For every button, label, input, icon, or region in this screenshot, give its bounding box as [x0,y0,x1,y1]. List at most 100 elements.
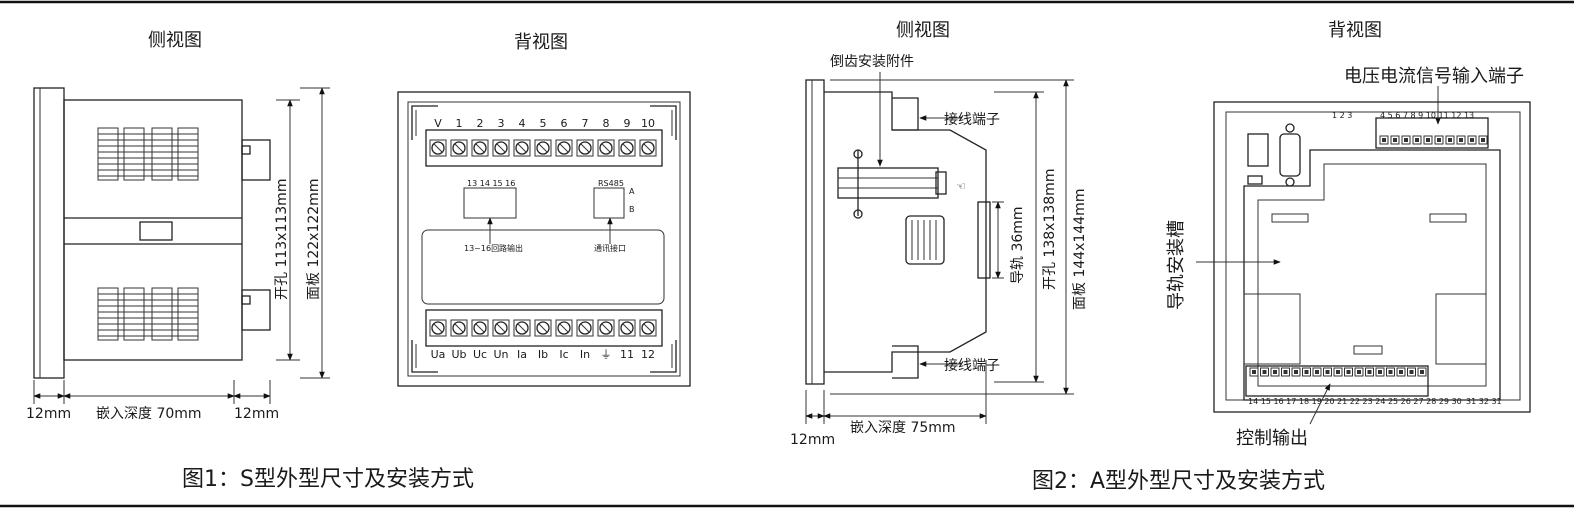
fig1-bottom-terminal-screw-head [473,321,487,335]
fig1-vent-bottom [97,287,199,341]
fig1-top-terminal-screw [639,139,657,157]
fig2-bottom-terminal [1270,367,1280,377]
fig1-top-terminal-label: V [434,117,442,130]
fig2-top-terminal [1434,135,1444,145]
fig1-block1 [463,187,517,219]
fig2-top-pins-left: 1 2 3 [1332,111,1352,120]
fig2-rail-dim: 导轨 36mm [1010,206,1026,284]
fig1-top-terminal-screw [618,139,636,157]
fig1-bottom-terminal-screw [597,319,615,337]
fig1-side-view: 侧视图 [26,30,330,422]
fig1-top-terminal-screw [429,139,447,157]
fig2-top-pins-right: 4 5 6 7 8 9 10 11 12 13 [1380,111,1474,120]
fig1-bottom-terminal-label: 11 [620,348,634,361]
fig1-top-terminal-label: 1 [456,117,463,130]
fig2-bottom-pins-right: 31 32 31 [1466,397,1502,406]
fig2-bottom-terminal [1365,367,1374,377]
fig1-bottom-terminal-label: ⏚ [601,348,612,361]
fig2-terminal-top-label: 接线端子 [944,111,1000,128]
fig2-top-terminal [1401,135,1411,145]
fig1-caption: 图1：S型外型尺寸及安装方式 [182,467,474,492]
fig1-label-panel [421,229,665,305]
fig1-block2-label: 通讯接口 [594,243,626,253]
fig1-bottom-terminal-strip [425,309,663,347]
fig2-inner-frame [1243,149,1501,401]
fig1-top-terminal-label: 9 [624,117,631,130]
fig1-top-terminal-screw-head [557,141,571,155]
fig1-dim-left: 12mm [26,406,71,422]
fig2-voltage-label: 电压电流信号输入端子 [1344,66,1524,87]
fig1-top-terminal-screw-head [494,141,508,155]
fig2-vent [905,215,945,265]
fig1-vent-top [97,127,199,181]
fig2-top-terminal [1412,135,1422,145]
fig2-bezel [805,79,825,385]
fig1-bottom-terminal-screw [555,319,573,337]
fig1-bottom-terminal-screw-head [536,321,550,335]
svg-text:☜: ☜ [956,180,966,193]
fig2-top-terminal [1390,135,1400,145]
fig1-block2-title: RS485 [598,179,624,188]
fig2-top-terminal [1467,135,1477,145]
fig1-bottom-terminal-label: Uc [473,348,487,361]
fig1-top-terminal-label: 6 [561,117,568,130]
fig2-body [824,91,987,373]
fig1-bezel [33,87,65,379]
fig1-bottom-terminal-screw [618,319,636,337]
fig2-bottom-terminal [1333,367,1343,377]
fig1-back-outline [397,91,691,387]
fig1-bottom-terminal-screw [639,319,657,337]
fig2-bracket [837,167,939,199]
fig1-top-terminal-screw-head [452,141,466,155]
fig2-back-view: 背视图 电压电流信号输入端子 1 2 3 4 5 6 7 8 9 10 11 1… [1166,20,1531,449]
fig1-top-terminal-label: 4 [519,117,526,130]
fig1-embed-depth: 嵌入深度 70mm [96,406,202,422]
fig2-control-label: 控制输出 [1236,428,1308,449]
fig2-bottom-terminal [1354,367,1364,377]
fig1-top-terminal-screw-head [578,141,592,155]
fig2-bottom-terminal [1417,367,1427,377]
fig2-bottom-terminal [1386,367,1395,377]
fig1-bottom-terminal-screw [450,319,468,337]
fig1-bottom-terminal-label: Ib [538,348,548,361]
fig1-top-terminal-label: 8 [603,117,610,130]
fig1-panel-dim: 面板 122x122mm [306,179,322,300]
fig1-bottom-terminal-label: Ia [517,348,527,361]
fig2-side-view: 侧视图 倒齿安装附件 接线端子 接线端子 ☜ 导轨 36mm [790,20,1088,448]
fig2-bottom-terminal [1396,367,1406,377]
fig1-bottom-terminal-screw-head [515,321,529,335]
fig2-top-terminal [1456,135,1466,145]
fig2-embed-depth: 嵌入深度 75mm [850,420,956,436]
fig1-bottom-terminal-screw [492,319,510,337]
fig2-bottom-pins: 14 15 16 17 18 19 20 21 22 23 24 25 26 2… [1248,397,1462,406]
fig1-bottom-terminal-screw [534,319,552,337]
fig1-bottom-terminal-label: Ub [451,348,466,361]
fig1-bottom-terminal-screw-head [452,321,466,335]
fig2-top-terminal [1423,135,1433,145]
fig1-bottom-terminal-screw [471,319,489,337]
fig1-bottom-terminal-label: Un [493,348,508,361]
fig2-top-terminal [1379,135,1389,145]
fig1-bottom-terminal-screw-head [599,321,613,335]
fig1-top-terminal-screw [450,139,468,157]
fig2-db9-connector [1279,133,1301,177]
fig2-back-title: 背视图 [1328,20,1382,41]
fig1-top-terminal-screw [534,139,552,157]
fig2-bottom-terminal-block [1245,365,1429,397]
fig1-bottom-terminal-screw-head [494,321,508,335]
fig1-top-terminal-screw-head [431,141,445,155]
fig2-rail [977,201,991,279]
fig1-block2-b: B [629,205,635,214]
fig1-bottom-terminal-screw-head [431,321,445,335]
fig1-bottom-terminal-label: 12 [641,348,655,361]
fig1-cutout-dim: 开孔 113x113mm [274,179,290,300]
fig1-bottom-terminal-screw [429,319,447,337]
fig2-cutout-dim: 开孔 138x138mm [1042,169,1058,290]
fig1-top-terminal-label: 2 [477,117,484,130]
fig1-bottom-terminal-label: Ic [559,348,568,361]
fig1-top-terminal-label: 3 [498,117,505,130]
fig2-caption: 图2：A型外型尺寸及安装方式 [1032,469,1325,494]
fig1-bottom-terminal-screw-head [620,321,634,335]
fig1-top-terminal-screw-head [536,141,550,155]
